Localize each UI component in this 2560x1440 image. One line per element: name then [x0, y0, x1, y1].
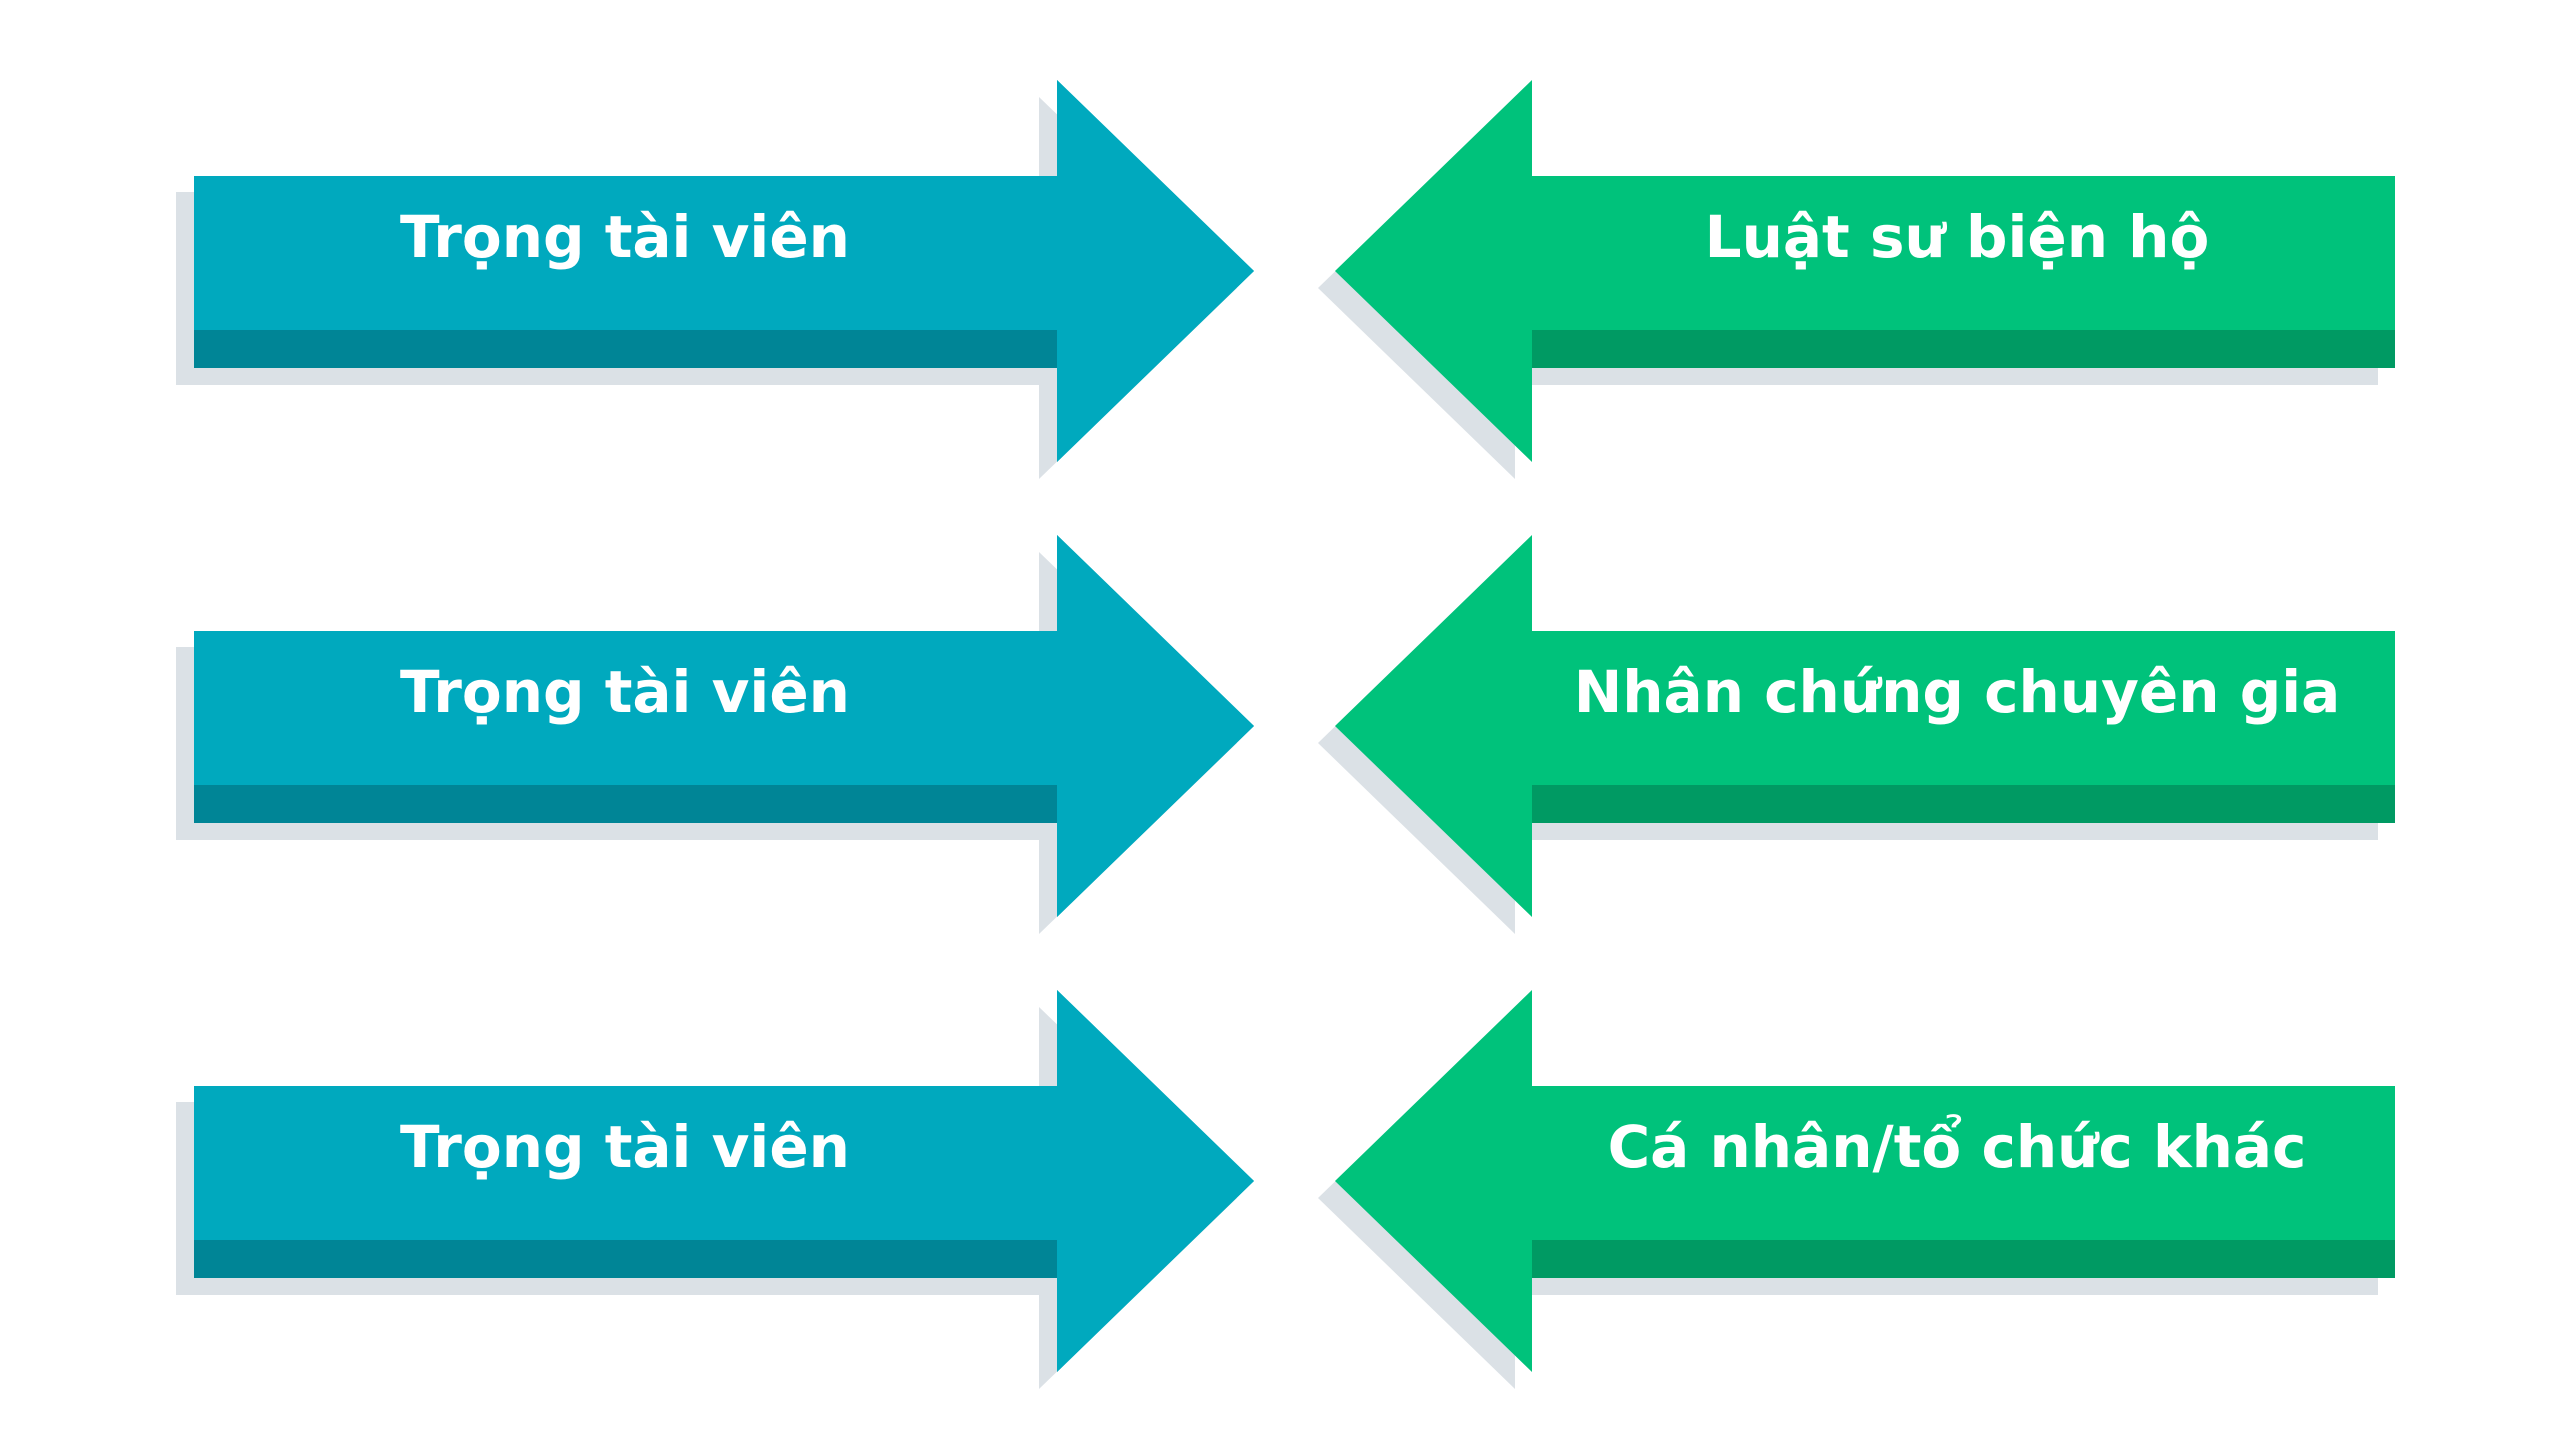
arrow-pair-row-1: Trọng tài viên Luật sư biện hộ — [176, 80, 2395, 479]
right-arrow-bottom-band — [1532, 330, 2395, 368]
right-arrow-bottom-band — [1532, 785, 2395, 823]
left-arrow: Trọng tài viên — [176, 990, 1254, 1389]
left-arrow-head — [1057, 80, 1254, 462]
right-arrow-label: Cá nhân/tổ chức khác — [1608, 1113, 2307, 1181]
left-arrow: Trọng tài viên — [176, 80, 1254, 479]
left-arrow-label: Trọng tài viên — [400, 658, 850, 726]
left-arrow-bottom-band — [194, 785, 1057, 823]
right-arrow-bottom-band — [1532, 1240, 2395, 1278]
left-arrow-label: Trọng tài viên — [400, 1113, 850, 1181]
arrow-pair-row-3: Trọng tài viên Cá nhân/tổ chức khác — [176, 990, 2395, 1389]
left-arrow-label: Trọng tài viên — [400, 203, 850, 271]
right-arrow-label: Luật sư biện hộ — [1705, 203, 2210, 271]
right-arrow: Luật sư biện hộ — [1318, 80, 2395, 479]
left-arrow-bottom-band — [194, 1240, 1057, 1278]
left-arrow: Trọng tài viên — [176, 535, 1254, 934]
right-arrow-label: Nhân chứng chuyên gia — [1574, 658, 2341, 726]
left-arrow-head — [1057, 990, 1254, 1372]
right-arrow-body — [1335, 990, 2395, 1372]
left-arrow-head — [1057, 535, 1254, 917]
left-arrow-bottom-band — [194, 330, 1057, 368]
right-arrow: Cá nhân/tổ chức khác — [1318, 990, 2395, 1389]
right-arrow-body — [1335, 80, 2395, 462]
right-arrow: Nhân chứng chuyên gia — [1318, 535, 2395, 934]
arrow-pair-row-2: Trọng tài viên Nhân chứng chuyên gia — [176, 535, 2395, 934]
right-arrow-body — [1335, 535, 2395, 917]
